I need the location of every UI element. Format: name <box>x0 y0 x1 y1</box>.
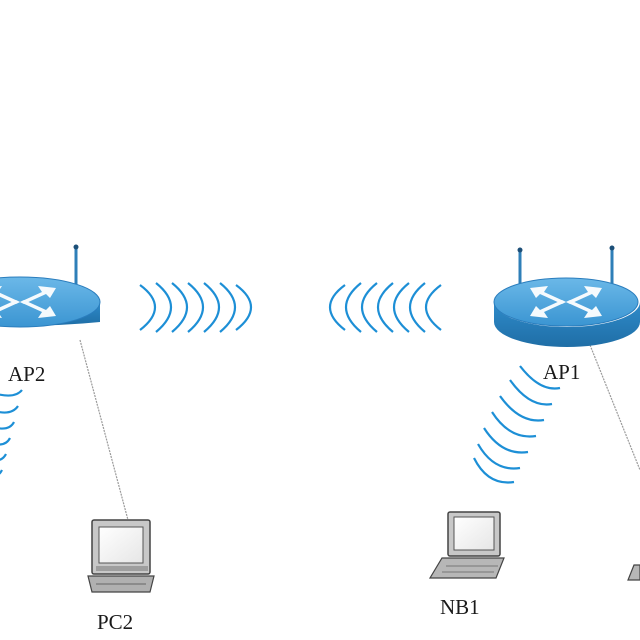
nb1-label: NB1 <box>440 595 480 619</box>
wireless-signal-down-icon <box>473 365 561 484</box>
cable-ap2-pc2 <box>79 339 129 521</box>
wireless-signal-ap2-icon <box>0 389 23 475</box>
cable-ap1-right <box>589 344 640 471</box>
nb1-laptop-icon <box>428 511 505 579</box>
ap1-label: AP1 <box>543 360 581 384</box>
wireless-signal-left-icon <box>329 282 442 333</box>
ap1-router-icon <box>493 245 640 347</box>
pc2-computer-icon <box>87 519 155 593</box>
pc2-label: PC2 <box>97 610 134 634</box>
ap2-router-icon <box>0 244 101 328</box>
right-device-partial-icon <box>627 564 640 581</box>
wireless-signal-right-icon <box>139 282 252 333</box>
ap2-label: AP2 <box>8 362 46 386</box>
